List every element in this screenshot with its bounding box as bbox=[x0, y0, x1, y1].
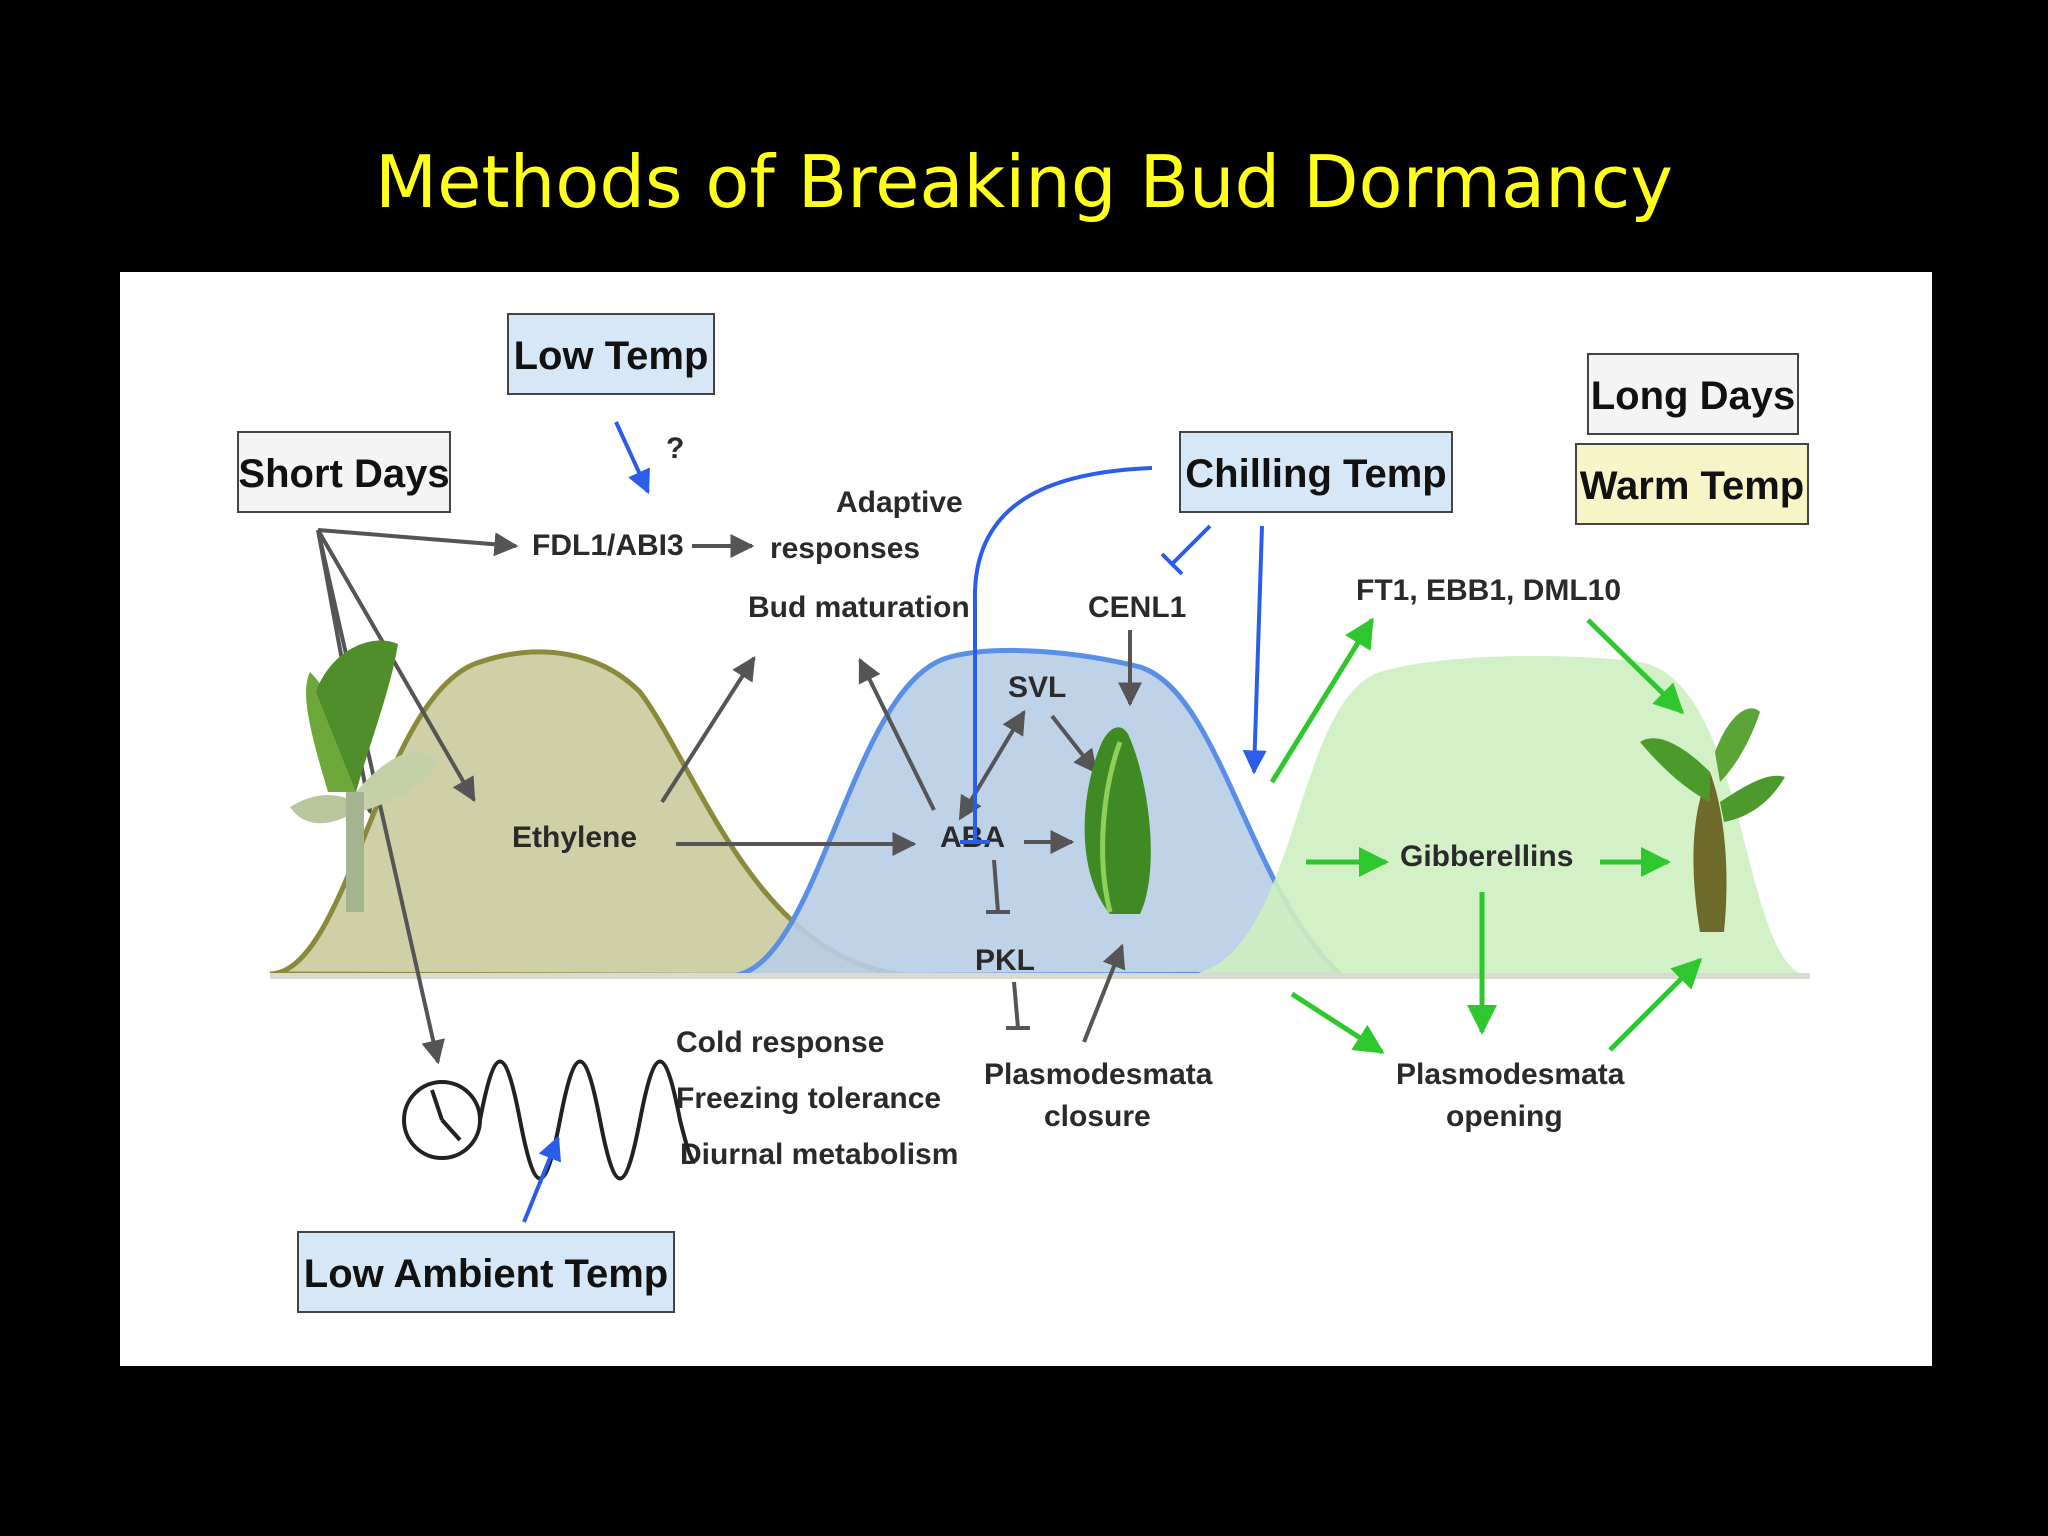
low-temp-label: Low Temp bbox=[514, 334, 709, 378]
bud-break-illustration bbox=[1640, 708, 1785, 932]
chilling-temp-label: Chilling Temp bbox=[1185, 452, 1446, 496]
warm-temp-box: Warm Temp bbox=[1575, 443, 1809, 525]
long-days-label: Long Days bbox=[1591, 374, 1795, 418]
low-ambient-temp-label: Low Ambient Temp bbox=[304, 1252, 668, 1296]
inhibit-aba-pkl bbox=[992, 859, 1000, 913]
dormant-shoot-illustration bbox=[290, 640, 438, 912]
adaptive-label: Adaptive bbox=[836, 486, 963, 519]
arrow-lowambient-wave bbox=[522, 1135, 562, 1223]
arrow-aba-budmat bbox=[858, 657, 936, 811]
freezing-tolerance-label: Freezing tolerance bbox=[676, 1082, 941, 1115]
svl-label: SVL bbox=[1008, 671, 1066, 704]
phase-endodormancy-hump bbox=[729, 647, 1347, 979]
short-days-box: Short Days bbox=[237, 431, 451, 513]
arrow-ethylene-budmat bbox=[660, 655, 756, 804]
arrow-lowtemp-fdl1 bbox=[614, 421, 650, 495]
diurnal-wave bbox=[478, 1059, 696, 1181]
arrow-to-pdopening bbox=[1290, 991, 1385, 1055]
low-temp-box: Low Temp bbox=[507, 313, 715, 395]
arrow-pdclosure-bud bbox=[1082, 943, 1126, 1043]
question-mark: ? bbox=[666, 432, 684, 465]
inhibit-pkl-closure bbox=[1012, 981, 1020, 1029]
cenl1-label: CENL1 bbox=[1088, 591, 1186, 624]
pd-opening-label-1: Plasmodesmata bbox=[1396, 1058, 1625, 1091]
responses-label: responses bbox=[770, 532, 920, 565]
warm-temp-label: Warm Temp bbox=[1580, 464, 1804, 508]
bud-maturation-label: Bud maturation bbox=[748, 591, 970, 624]
ft1-ebb1-dml10-label: FT1, EBB1, DML10 bbox=[1356, 574, 1621, 607]
dormancy-diagram: Low Temp Short Days Chilling Temp Long D… bbox=[120, 272, 1932, 1366]
arrow-chilling-endo bbox=[1242, 525, 1267, 775]
diurnal-metabolism-label: Diurnal metabolism bbox=[680, 1138, 958, 1171]
closed-bud-illustration bbox=[1084, 727, 1151, 914]
arrow-pdopening-plant bbox=[1608, 957, 1703, 1052]
pd-closure-label-1: Plasmodesmata bbox=[984, 1058, 1213, 1091]
cold-response-label: Cold response bbox=[676, 1026, 884, 1059]
arrow-svl-bud bbox=[1050, 714, 1098, 774]
pd-closure-label-2: closure bbox=[1044, 1100, 1151, 1133]
gibberellins-label: Gibberellins bbox=[1400, 840, 1573, 873]
clock-icon bbox=[402, 1080, 482, 1160]
slide-title: Methods of Breaking Bud Dormancy bbox=[374, 140, 1673, 224]
arrow-aba-svl bbox=[958, 709, 1026, 821]
arrow-ft1-plant bbox=[1586, 618, 1685, 715]
long-days-box: Long Days bbox=[1587, 353, 1799, 435]
short-days-label: Short Days bbox=[238, 452, 449, 496]
chilling-temp-box: Chilling Temp bbox=[1179, 431, 1453, 513]
arrow-shortdays-fdl1 bbox=[317, 528, 519, 557]
pkl-label: PKL bbox=[975, 944, 1035, 977]
low-ambient-temp-box: Low Ambient Temp bbox=[297, 1231, 675, 1313]
ethylene-label: Ethylene bbox=[512, 821, 637, 854]
fdl1-abi3-label: FDL1/ABI3 bbox=[532, 529, 684, 562]
arrow-to-ft1 bbox=[1269, 617, 1375, 784]
inhibit-chilling-aba bbox=[972, 466, 1153, 842]
aba-label: ABA bbox=[940, 821, 1005, 854]
inhibit-chilling-cenl1 bbox=[1170, 524, 1212, 566]
arrow-shortdays-ethylene bbox=[316, 528, 476, 803]
pd-opening-label-2: opening bbox=[1446, 1100, 1563, 1133]
phase-ecodormancy-hump bbox=[1180, 656, 1810, 976]
